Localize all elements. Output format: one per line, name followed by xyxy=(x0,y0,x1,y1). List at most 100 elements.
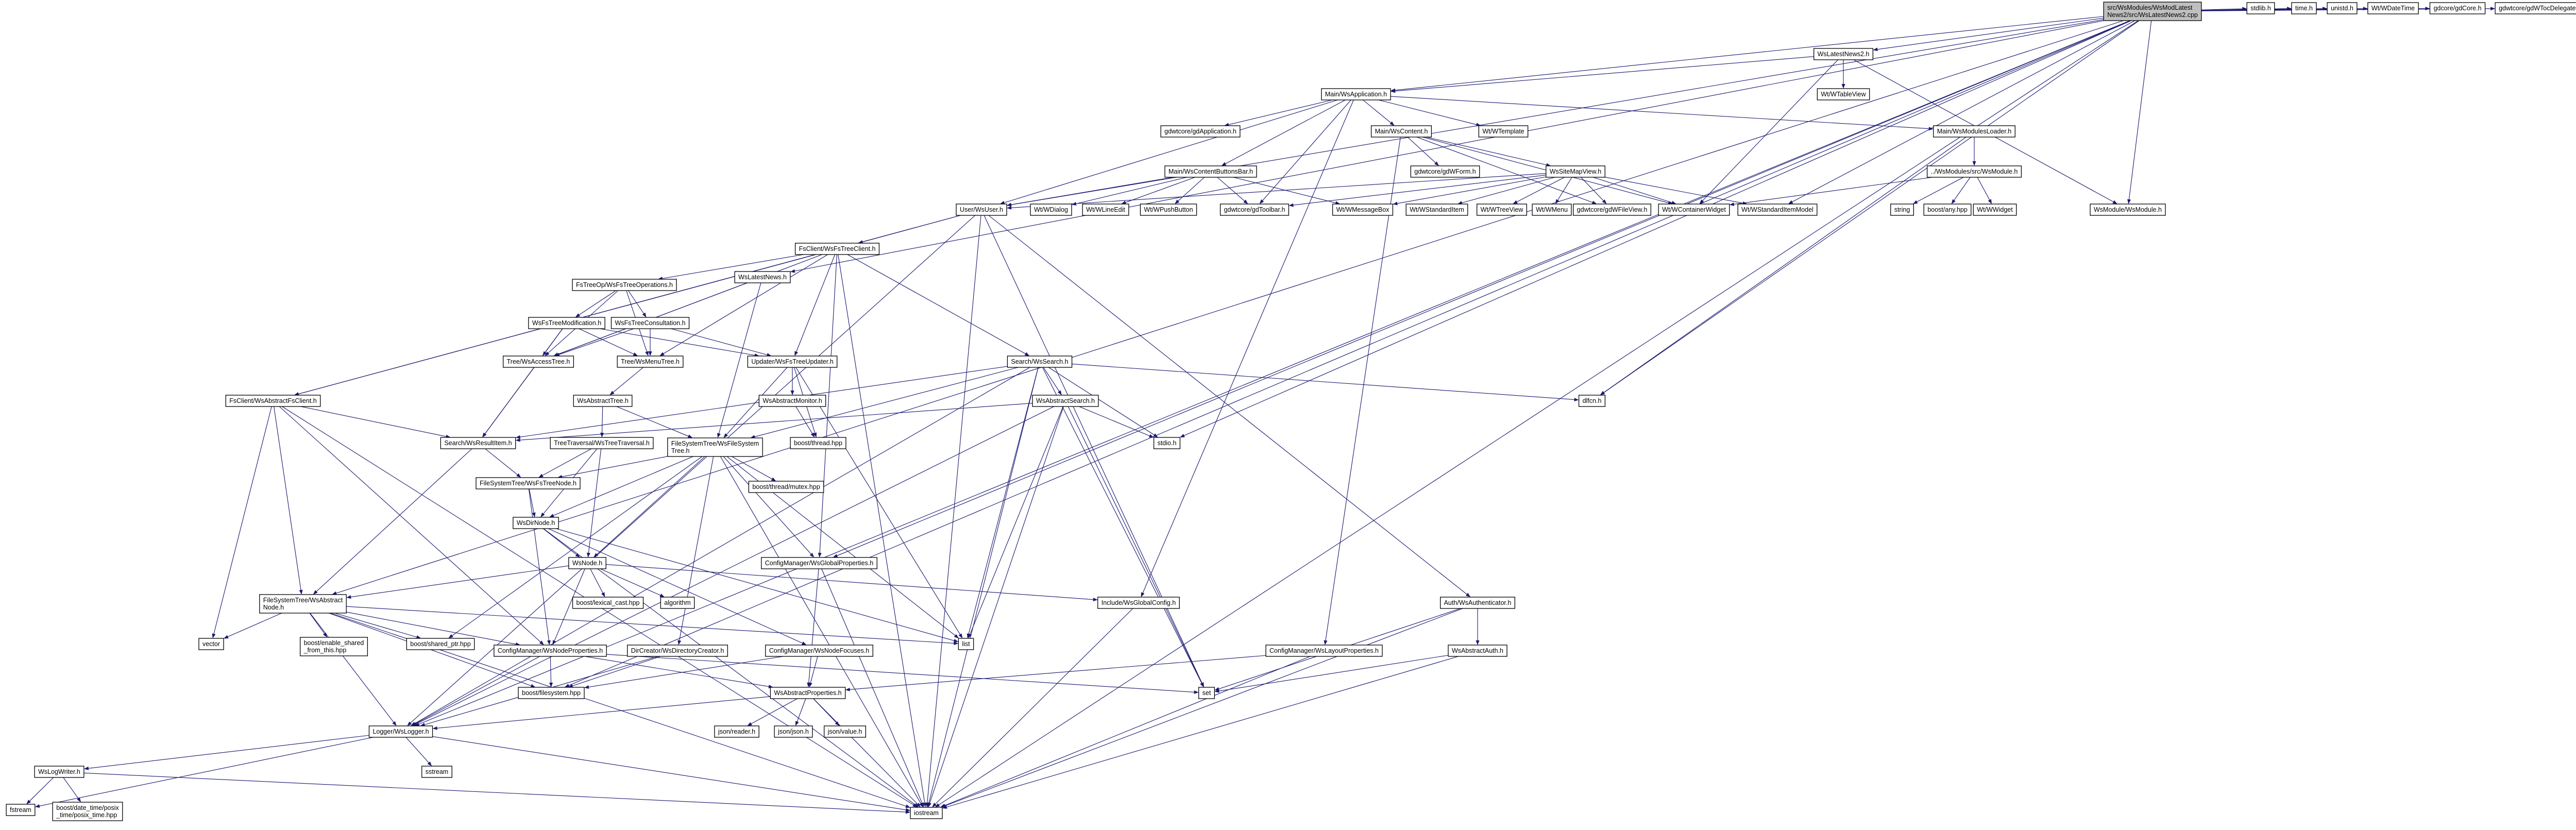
node-wstandarditem[interactable]: Wt/WStandardItem xyxy=(1405,204,1468,216)
node-wdialog[interactable]: Wt/WDialog xyxy=(1030,204,1072,216)
node-time[interactable]: time.h xyxy=(2291,2,2317,14)
node-sstream[interactable]: sstream xyxy=(421,766,452,778)
edge-root-to-wstdmodel xyxy=(1788,20,2136,204)
node-boostthread[interactable]: boost/thread.hpp xyxy=(790,437,846,449)
node-includeglobal[interactable]: Include/WsGlobalConfig.h xyxy=(1097,597,1180,609)
node-jsonjson[interactable]: json/json.h xyxy=(774,725,813,738)
node-jsonreader[interactable]: json/reader.h xyxy=(714,725,759,738)
node-wslatestnewsh[interactable]: WsLatestNews.h xyxy=(734,271,791,283)
node-mainctb[interactable]: Main/WsContentButtonsBar.h xyxy=(1164,165,1257,178)
arrowhead xyxy=(808,682,812,687)
node-abstracttree[interactable]: WsAbstractTree.h xyxy=(573,395,633,407)
node-boostmutex[interactable]: boost/thread/mutex.hpp xyxy=(748,481,824,493)
node-lexicalcast[interactable]: boost/lexical_cast.hpp xyxy=(572,597,644,609)
node-configlayout[interactable]: ConfigManager/WsLayoutProperties.h xyxy=(1265,645,1383,657)
node-boostfs[interactable]: boost/filesystem.hpp xyxy=(518,687,585,699)
node-gdtoolbar[interactable]: gdwtcore/gdToolbar.h xyxy=(1219,204,1290,216)
node-configglobal[interactable]: ConfigManager/WsGlobalProperties.h xyxy=(761,557,877,569)
edge-mainapp-to-includeglobal xyxy=(1141,99,1354,597)
node-enableshared[interactable]: boost/enable_shared_from_this.hpp xyxy=(299,637,368,656)
node-wsdirnode[interactable]: WsDirNode.h xyxy=(513,517,559,529)
node-fstreecons[interactable]: WsFsTreeConsultation.h xyxy=(611,317,690,329)
node-root[interactable]: src/WsModules/WsModLatestNews2/src/WsLat… xyxy=(2103,2,2202,21)
node-wtableview[interactable]: Wt/WTableView xyxy=(1817,88,1870,100)
node-wwidget[interactable]: Wt/WWidget xyxy=(1973,204,2017,216)
node-wtreeview[interactable]: Wt/WTreeView xyxy=(1477,204,1527,216)
node-wslogwriter[interactable]: WsLogWriter.h xyxy=(34,766,84,778)
edge-line xyxy=(838,254,925,803)
node-posixtime[interactable]: boost/date_time/posix_time/posix_time.hp… xyxy=(52,802,123,821)
node-absmonitor[interactable]: WsAbstractMonitor.h xyxy=(758,395,826,407)
edge-line xyxy=(927,215,981,803)
edge-line xyxy=(452,456,703,636)
node-gdform[interactable]: gdwtcore/gdWForm.h xyxy=(1410,165,1480,178)
arrowhead xyxy=(659,594,665,597)
node-jsonvalue[interactable]: json/value.h xyxy=(823,725,867,738)
node-string[interactable]: string xyxy=(1890,204,1914,216)
node-wstdmodel[interactable]: Wt/WStandardItemModel xyxy=(1737,204,1818,216)
arrowhead xyxy=(928,802,931,807)
node-fsclientabs[interactable]: FsClient/WsAbstractFsClient.h xyxy=(225,395,321,407)
arrowhead xyxy=(1729,202,1735,206)
node-wtemplate[interactable]: Wt/WTemplate xyxy=(1478,125,1529,138)
node-loggerws[interactable]: Logger/WsLogger.h xyxy=(368,725,433,738)
node-label: gdwtcore/gdWFileView.h xyxy=(1577,206,1648,213)
node-fstreeops[interactable]: FsTreeOp/WsFsTreeOperations.h xyxy=(572,279,677,291)
node-gdapp[interactable]: gdwtcore/gdApplication.h xyxy=(1160,125,1241,138)
node-treetraversal[interactable]: TreeTraversal/WsTreeTraversal.h xyxy=(550,437,654,449)
arrowhead xyxy=(645,351,649,356)
node-list[interactable]: list xyxy=(958,638,974,650)
node-absprops[interactable]: WsAbstractProperties.h xyxy=(770,687,846,699)
node-wmessagebox[interactable]: Wt/WMessageBox xyxy=(1332,204,1394,216)
node-boostany[interactable]: boost/any.hpp xyxy=(1923,204,1972,216)
node-wdatetime[interactable]: Wt/WDateTime xyxy=(2367,2,2419,14)
node-fstream[interactable]: fstream xyxy=(6,804,36,816)
node-iostream[interactable]: iostream xyxy=(910,807,943,819)
node-wsabsauth[interactable]: WsAbstractAuth.h xyxy=(1448,645,1507,657)
node-abssearch[interactable]: WsAbstractSearch.h xyxy=(1032,395,1099,407)
node-gdfileview[interactable]: gdwtcore/gdWFileView.h xyxy=(1573,204,1651,216)
node-label: boost/any.hpp xyxy=(1927,206,1968,213)
node-fstreemod[interactable]: WsFsTreeModification.h xyxy=(528,317,605,329)
node-fsclientwsfstree[interactable]: FsClient/WsFsTreeClient.h xyxy=(794,243,880,255)
node-wlineedit[interactable]: Wt/WLineEdit xyxy=(1082,204,1129,216)
node-gdcore[interactable]: gdcore/gdCore.h xyxy=(2429,2,2486,14)
node-wslatestnews2h[interactable]: WsLatestNews2.h xyxy=(1813,48,1874,60)
edge-line xyxy=(796,698,806,722)
node-stdlib[interactable]: stdlib.h xyxy=(2246,2,2275,14)
node-searchresult[interactable]: Search/WsResultItem.h xyxy=(440,437,516,449)
node-userwsuser[interactable]: User/WsUser.h xyxy=(956,204,1007,216)
node-fsnodetree[interactable]: FileSystemTree/WsFsTreeNode.h xyxy=(476,477,581,489)
node-sharedptr[interactable]: boost/shared_ptr.hpp xyxy=(406,638,475,650)
edge-mainapp-to-mainctb xyxy=(1221,99,1346,166)
node-wcontainer[interactable]: Wt/WContainerWidget xyxy=(1658,204,1730,216)
node-vector[interactable]: vector xyxy=(198,638,224,650)
node-searchws[interactable]: Search/WsSearch.h xyxy=(1007,355,1073,368)
node-gdtocdelegate[interactable]: gdwtcore/gdWTocDelegate.h xyxy=(2495,2,2576,14)
node-treemenu[interactable]: Tree/WsMenuTree.h xyxy=(617,355,684,368)
node-wsmodule[interactable]: ../WsModules/src/WsModule.h xyxy=(1926,165,2022,178)
node-unistd[interactable]: unistd.h xyxy=(2327,2,2358,14)
node-wmenu[interactable]: Wt/WMenu xyxy=(1532,204,1572,216)
node-algorithm[interactable]: algorithm xyxy=(660,597,695,609)
node-wsmodmodule[interactable]: WsModule/WsModule.h xyxy=(2090,204,2166,216)
node-sitemapview[interactable]: WsSiteMapView.h xyxy=(1546,165,1605,178)
node-wsnode[interactable]: WsNode.h xyxy=(568,557,606,569)
node-mainmodloader[interactable]: Main/WsModulesLoader.h xyxy=(1933,125,2015,138)
node-updater[interactable]: Updater/WsFsTreeUpdater.h xyxy=(747,355,838,368)
node-maincontent[interactable]: Main/WsContent.h xyxy=(1370,125,1432,138)
node-dircreator[interactable]: DirCreator/WsDirectoryCreator.h xyxy=(627,645,728,657)
node-stdioh[interactable]: stdio.h xyxy=(1153,437,1181,449)
node-treeaccess[interactable]: Tree/WsAccessTree.h xyxy=(502,355,574,368)
node-dlfcn[interactable]: dlfcn.h xyxy=(1578,395,1606,407)
arrowhead xyxy=(346,595,351,599)
node-confignodefocus[interactable]: ConfigManager/WsNodeFocuses.h xyxy=(765,645,873,657)
node-mainapp[interactable]: Main/WsApplication.h xyxy=(1321,88,1391,100)
node-authws[interactable]: Auth/WsAuthenticator.h xyxy=(1440,597,1515,609)
arrowhead xyxy=(1476,640,1480,645)
node-set[interactable]: set xyxy=(1198,687,1215,699)
node-wpushbutton[interactable]: Wt/WPushButton xyxy=(1140,204,1197,216)
node-confignodeprops[interactable]: ConfigManager/WsNodeProperties.h xyxy=(494,645,607,657)
